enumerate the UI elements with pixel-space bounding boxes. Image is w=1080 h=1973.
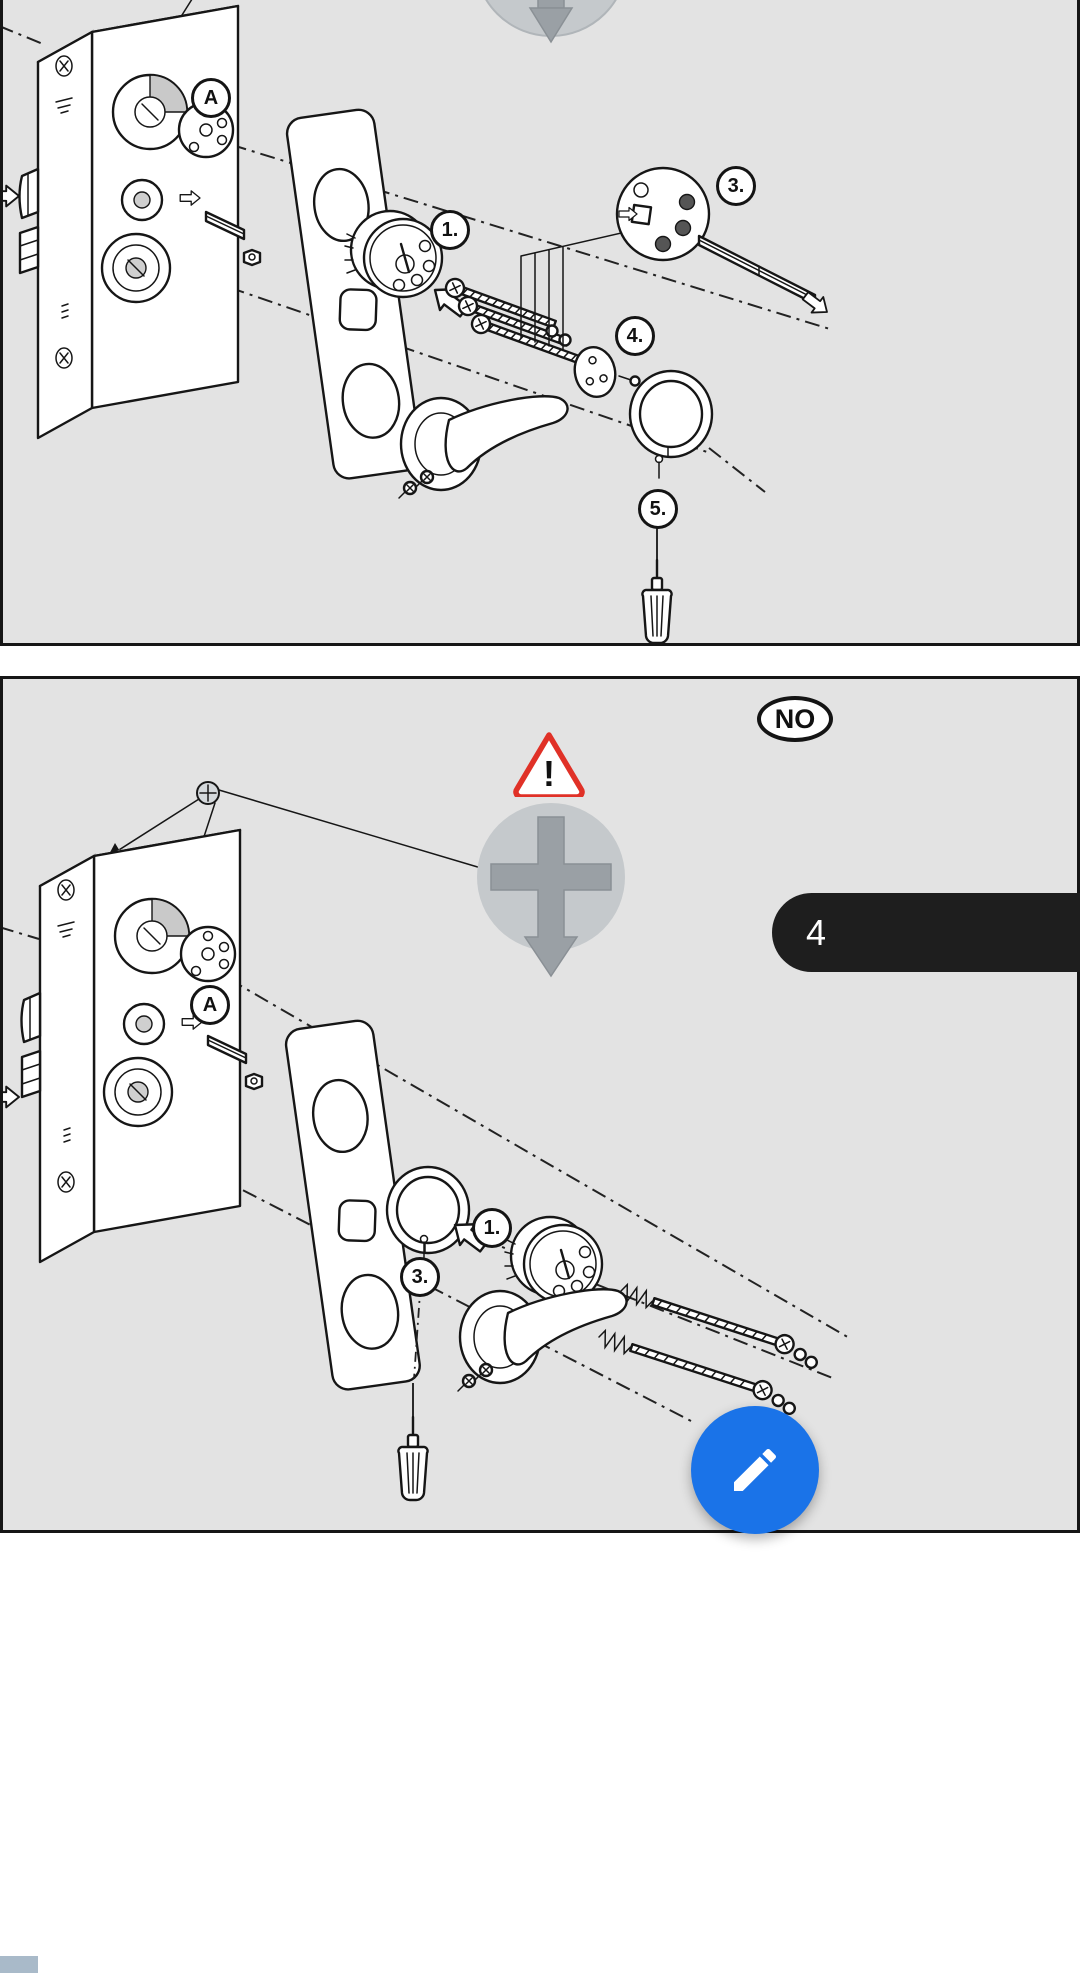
projection-line bbox=[3, 927, 40, 940]
projection-line bbox=[172, 267, 708, 453]
callout-a: A bbox=[190, 985, 230, 1025]
instruction-panel-bottom: NO ! A 1. 3. bbox=[0, 676, 1080, 1533]
fixing-plate bbox=[615, 166, 711, 262]
warning-triangle-icon: ! bbox=[513, 732, 585, 797]
exploded-diagram-bottom bbox=[3, 781, 852, 1502]
callout-a: A bbox=[191, 78, 231, 118]
page-number-tab[interactable]: 4 bbox=[772, 893, 1080, 972]
adapter-disc bbox=[573, 345, 617, 399]
exploded-diagram-top bbox=[3, 0, 834, 643]
no-badge: NO bbox=[757, 696, 833, 742]
phillips-screw-icon bbox=[196, 781, 220, 805]
arrow-icon-left-edge bbox=[3, 1085, 20, 1109]
edit-fab[interactable] bbox=[691, 1406, 819, 1534]
door-handle bbox=[397, 395, 569, 500]
pencil-icon bbox=[734, 1448, 777, 1491]
warning-exclamation: ! bbox=[543, 753, 555, 794]
grub-screw bbox=[654, 454, 664, 479]
page-corner-fragment bbox=[0, 1956, 38, 1973]
callout-step-4: 4. bbox=[615, 316, 655, 356]
small-screw bbox=[618, 375, 641, 387]
page-number: 4 bbox=[806, 911, 827, 953]
grub-screw bbox=[419, 1234, 429, 1258]
phillips-screwdriver-icon bbox=[477, 803, 625, 978]
callout-step-5: 5. bbox=[638, 489, 678, 529]
connecting-screws bbox=[593, 1281, 824, 1417]
callout-step-1: 1. bbox=[430, 210, 470, 250]
projection-line bbox=[708, 447, 766, 493]
lock-case bbox=[20, 6, 261, 438]
arrow-icon-left-edge bbox=[3, 184, 20, 208]
instruction-panel-top: A 1. 3. 4. 5. bbox=[0, 0, 1080, 646]
projection-line bbox=[3, 26, 44, 45]
screwdriver bbox=[397, 1381, 429, 1502]
callout-step-1: 1. bbox=[472, 1208, 512, 1248]
projection-line bbox=[413, 1263, 423, 1380]
projection-line bbox=[162, 1148, 692, 1422]
callout-step-3: 3. bbox=[716, 166, 756, 206]
trim-ring bbox=[628, 369, 714, 459]
screwdriver-tip-icon bbox=[485, 0, 617, 44]
callout-step-3: 3. bbox=[400, 1257, 440, 1297]
lock-case bbox=[22, 830, 263, 1262]
screwdriver bbox=[641, 524, 673, 643]
leader-lines bbox=[520, 227, 644, 351]
spindle-bar bbox=[697, 234, 817, 306]
projection-line bbox=[202, 135, 834, 331]
